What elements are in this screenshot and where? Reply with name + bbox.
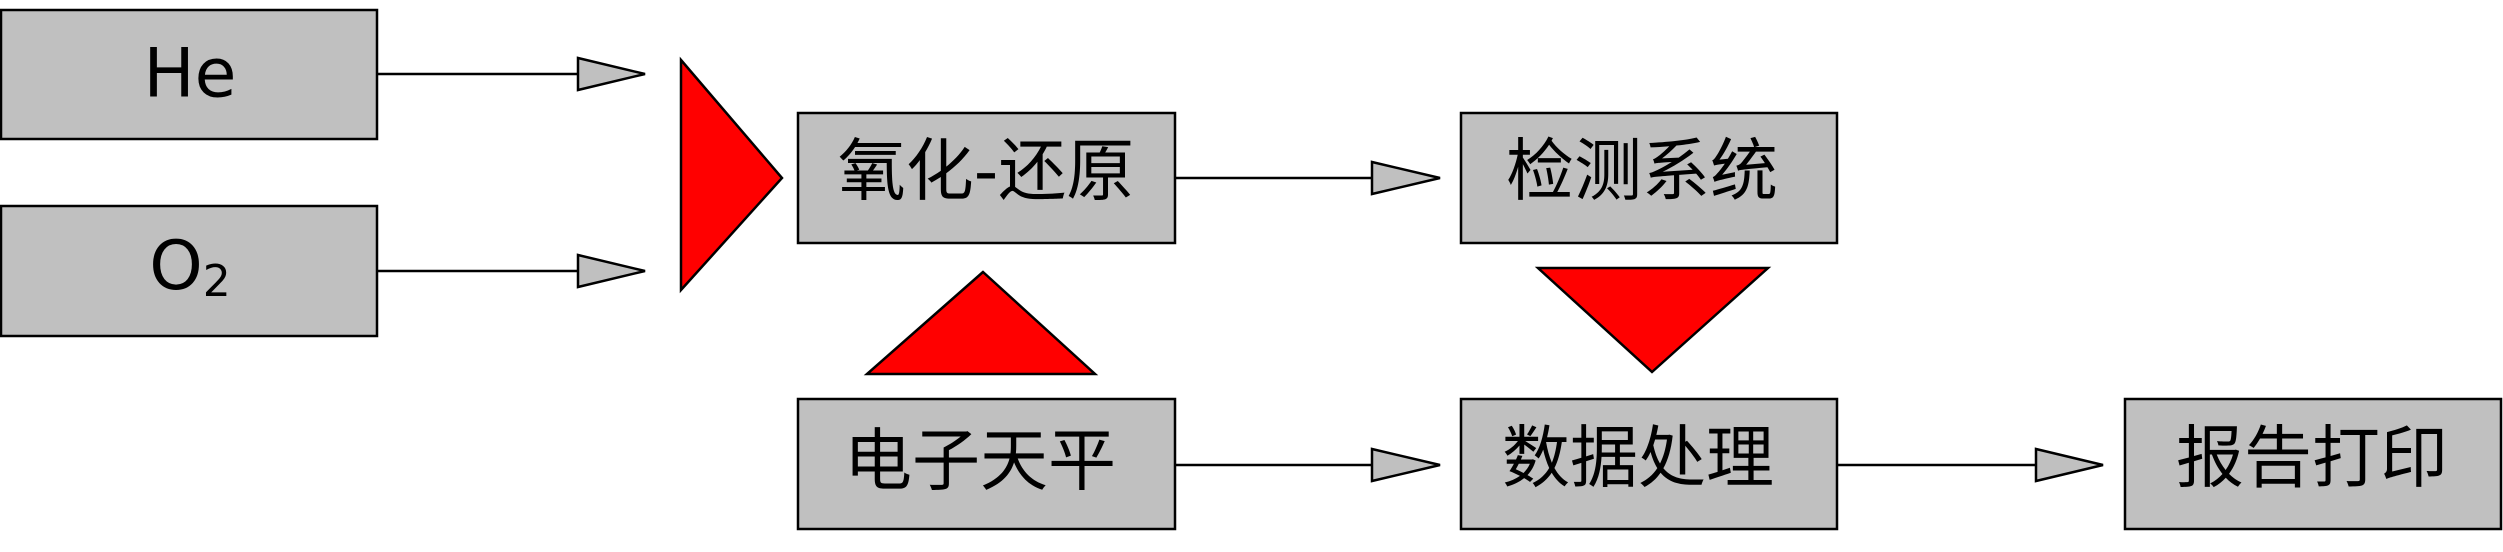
node-oxidation-reduction-label: 氧化-还原 (838, 133, 1135, 212)
node-o2-main: O (149, 227, 203, 306)
detection-wedge-down (1534, 266, 1772, 374)
node-balance-label: 电子天平 (844, 423, 1116, 502)
node-report-print: 报告打印 (2123, 397, 2503, 531)
balance-wedge-up (863, 270, 1099, 376)
node-oxidation-reduction: 氧化-还原 (796, 111, 1177, 245)
node-he-label: He (144, 35, 237, 114)
node-he: He (0, 8, 379, 141)
arrow-he-to-merge (378, 56, 646, 92)
node-data-processing: 数据处理 (1459, 397, 1839, 531)
node-balance: 电子天平 (796, 397, 1177, 531)
merge-wedge-right (679, 56, 784, 294)
node-data-processing-label: 数据处理 (1502, 420, 1774, 499)
node-report-print-label: 报告打印 (2176, 420, 2448, 499)
node-detection-label: 检测系统 (1506, 133, 1778, 212)
arrow-data-to-report (1838, 447, 2104, 483)
arrow-oxidation-to-detection (1175, 160, 1441, 196)
arrow-o2-to-merge (378, 253, 646, 289)
node-o2-label: O2 (149, 227, 231, 307)
node-detection: 检测系统 (1459, 111, 1839, 245)
arrow-balance-to-data (1175, 447, 1441, 483)
node-o2-subscript: 2 (203, 256, 231, 307)
node-o2: O2 (0, 204, 379, 338)
